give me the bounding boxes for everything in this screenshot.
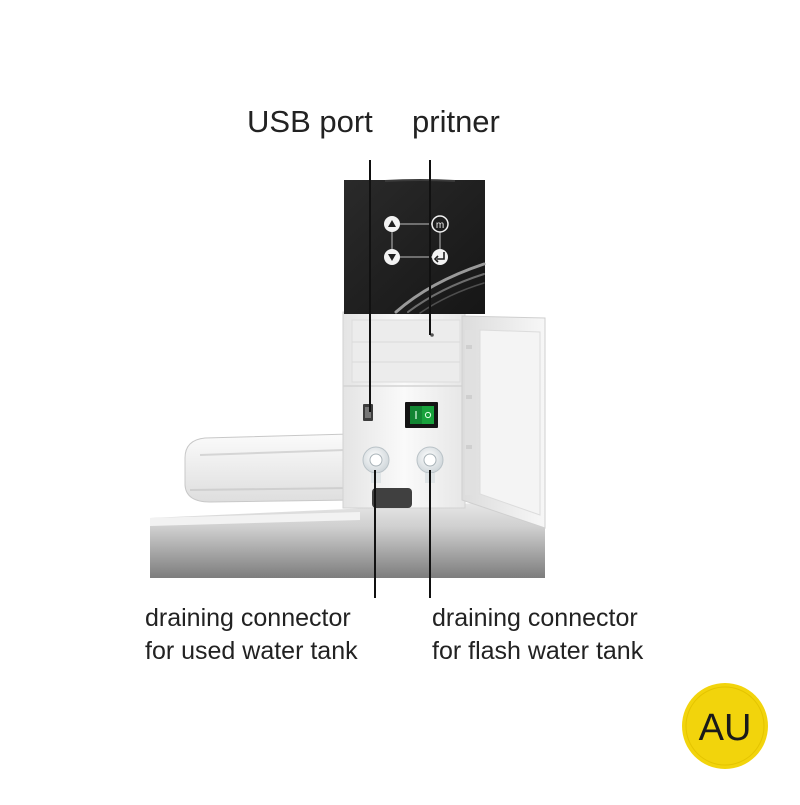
up-arrow-icon[interactable] bbox=[384, 216, 400, 232]
drain-used-label-line2: for used water tank bbox=[145, 637, 358, 665]
leader-lines bbox=[369, 160, 431, 598]
usb-port-label: USB port bbox=[247, 104, 373, 139]
au-logo-text: AU bbox=[699, 707, 752, 749]
svg-text:m: m bbox=[436, 220, 444, 231]
drain-flash-label: draining connector for flash water tank bbox=[432, 602, 643, 668]
device-foot bbox=[372, 488, 412, 508]
drain-used-label: draining connector for used water tank bbox=[145, 602, 358, 668]
power-switch[interactable] bbox=[405, 402, 438, 428]
drain-used-label-line1: draining connector bbox=[145, 604, 351, 632]
panel-swoosh-decoration bbox=[394, 262, 486, 314]
side-tray bbox=[184, 433, 353, 503]
device-body bbox=[342, 311, 466, 509]
usb-port[interactable] bbox=[363, 404, 373, 421]
au-logo: AU bbox=[682, 683, 768, 769]
printer-slot bbox=[430, 333, 434, 337]
enter-icon[interactable] bbox=[432, 249, 448, 265]
open-door bbox=[461, 315, 546, 529]
device-base bbox=[150, 500, 545, 578]
drain-flash-label-line1: draining connector bbox=[432, 604, 638, 632]
menu-m-icon[interactable]: m bbox=[431, 215, 449, 233]
drain-flash-label-line2: for flash water tank bbox=[432, 637, 644, 665]
control-panel: m bbox=[344, 179, 486, 314]
down-arrow-icon[interactable] bbox=[384, 249, 400, 265]
printer-label: pritner bbox=[412, 104, 500, 139]
